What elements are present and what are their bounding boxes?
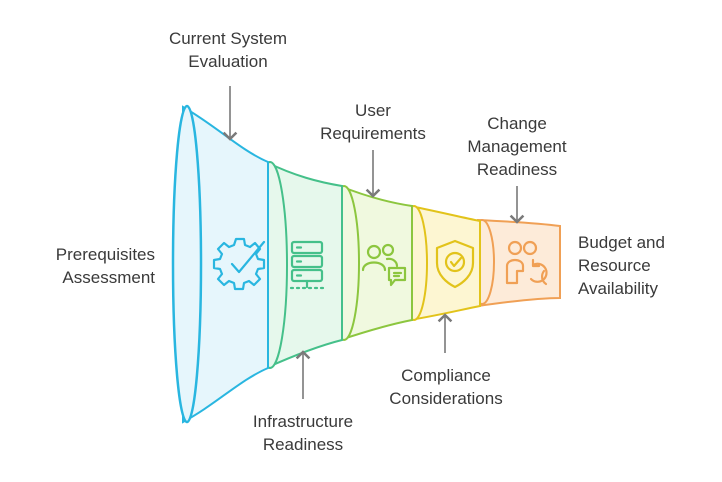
label-budget: Budget and Resource Availability: [578, 231, 708, 300]
label-line: Readiness: [476, 160, 558, 179]
label-line: Prerequisites: [55, 245, 155, 264]
label-line: Budget and: [578, 233, 665, 252]
label-line: Evaluation: [188, 52, 268, 71]
segment-1: [182, 105, 269, 424]
label-current-system: Current System Evaluation: [148, 27, 308, 73]
label-line: Considerations: [389, 389, 503, 408]
label-prerequisites: Prerequisites Assessment: [10, 243, 155, 289]
label-line: Readiness: [262, 435, 344, 454]
label-line: User: [355, 101, 391, 120]
label-infrastructure: Infrastructure Readiness: [228, 410, 378, 456]
gear-check-icon: [212, 237, 266, 291]
shield-check-icon: [435, 239, 475, 289]
people-refresh-icon: [505, 240, 548, 286]
label-line: Management: [467, 137, 567, 156]
funnel-mouth: [171, 104, 203, 424]
label-line: Compliance: [401, 366, 491, 385]
label-line: Resource: [578, 256, 651, 275]
label-line: Current System: [168, 29, 288, 48]
server-icon: [289, 240, 325, 290]
label-user-requirements: User Requirements: [300, 99, 446, 145]
label-line: Requirements: [320, 124, 426, 143]
label-line: Change: [487, 114, 547, 133]
label-line: Assessment: [62, 268, 155, 287]
label-line: Availability: [578, 279, 659, 298]
users-chat-icon: [361, 243, 407, 287]
label-change-management: Change Management Readiness: [447, 112, 587, 181]
label-line: Infrastructure: [252, 412, 354, 431]
label-compliance: Compliance Considerations: [372, 364, 520, 410]
